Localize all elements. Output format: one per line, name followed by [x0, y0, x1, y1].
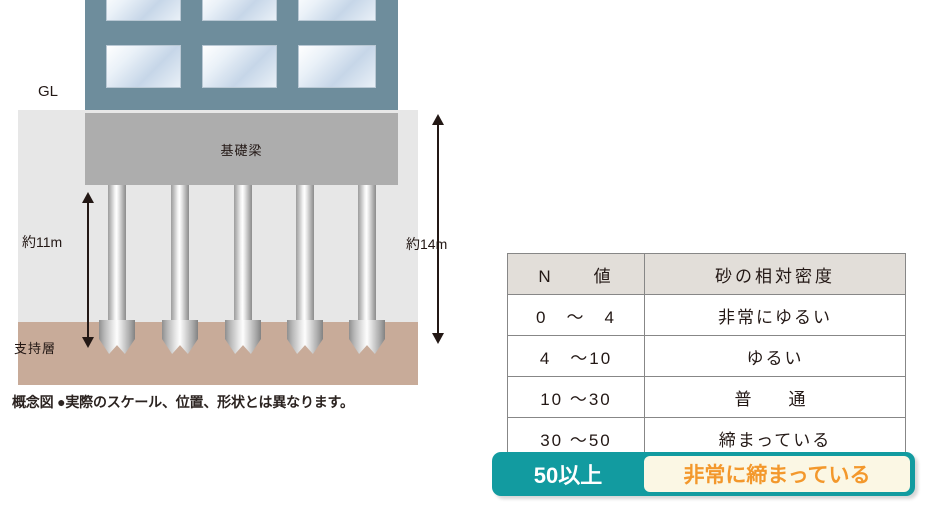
- arrow-down-icon: [432, 333, 444, 344]
- n-value-table: N 値 砂の相対密度 0 ～ 4 非常にゆるい 4 ～10 ゆるい 10 ～30…: [507, 253, 906, 459]
- diagram-caption: 概念図 ●実際のスケール、位置、形状とは異なります。: [12, 394, 354, 410]
- window-icon: [106, 0, 181, 21]
- foundation-beam-label: 基礎梁: [220, 142, 263, 158]
- support-layer-label: 支持層: [14, 341, 57, 356]
- dimension-right-label: 約14m: [406, 236, 448, 252]
- table-row: 4 ～10 ゆるい: [507, 335, 906, 377]
- table-row: 10 ～30 普 通: [507, 376, 906, 418]
- arrow-down-icon: [82, 337, 94, 348]
- highlight-density: 非常に締まっている: [644, 456, 910, 492]
- ground-level-label: GL: [38, 83, 59, 100]
- window-icon: [202, 45, 277, 88]
- arrow-up-icon: [432, 114, 444, 125]
- dimension-line: [437, 122, 439, 336]
- table-header-row: N 値 砂の相対密度: [507, 253, 906, 295]
- dimension-left-label: 約11m: [22, 234, 63, 250]
- cell-n-value: 10 ～30: [507, 376, 645, 418]
- window-icon: [298, 45, 376, 88]
- building-block: [85, 0, 398, 114]
- highlighted-table-row: 50以上 非常に締まっている: [492, 452, 915, 496]
- column-header-n-value: N 値: [507, 253, 645, 295]
- window-icon: [106, 45, 181, 88]
- window-icon: [202, 0, 277, 21]
- table-row: 0 ～ 4 非常にゆるい: [507, 294, 906, 336]
- cell-density: ゆるい: [644, 335, 906, 377]
- pile-shaft: [296, 183, 314, 322]
- highlight-n-value: 50以上: [533, 463, 603, 488]
- pile-shaft: [171, 183, 189, 322]
- pile-foundation-diagram: 基礎梁 GL 支持層 約11m 約14m 概念図 ●実際のスケール、位置、形状と…: [0, 0, 480, 420]
- pile-shaft: [358, 183, 376, 322]
- cell-density: 非常にゆるい: [644, 294, 906, 336]
- cell-density: 普 通: [644, 376, 906, 418]
- dimension-line: [87, 200, 89, 340]
- cell-n-value: 4 ～10: [507, 335, 645, 377]
- cell-n-value: 0 ～ 4: [507, 294, 645, 336]
- pile-shaft: [234, 183, 252, 322]
- arrow-up-icon: [82, 192, 94, 203]
- window-icon: [298, 0, 376, 21]
- column-header-density: 砂の相対密度: [644, 253, 906, 295]
- foundation-beam: 基礎梁: [85, 113, 398, 185]
- pile-shaft: [108, 183, 126, 322]
